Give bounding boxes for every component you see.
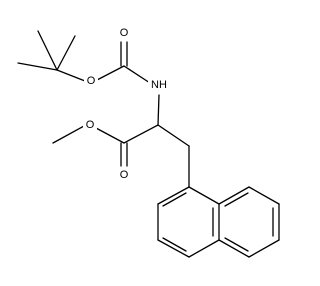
bond-layer	[17, 30, 280, 258]
ring-a-bond-3	[157, 239, 190, 258]
atom-label-boc-carbonyl-oxygen: O	[120, 27, 129, 39]
ring-a-bond-6	[188, 186, 220, 205]
bond-ester-carbon-to-oxygen	[95, 127, 125, 144]
atom-label-methyl-ester-oxygen: O	[86, 119, 95, 131]
atom-label-boc-ester-oxygen: O	[87, 75, 96, 87]
ring-b-bond-2	[248, 186, 280, 205]
atom-label-ester-carbonyl-oxygen: O	[120, 169, 129, 181]
bond-carbonyl-to-nitrogen	[123, 65, 151, 84]
ring-a-inner-double-1	[162, 192, 187, 207]
bond-nitrogen-to-alpha-carbon	[157, 94, 160, 126]
ring-b-bond-4	[248, 239, 280, 258]
bond-oxygen-to-carbonyl	[96, 65, 125, 81]
bond-alpha-to-methylene	[157, 124, 190, 147]
ring-b-bond-1	[218, 186, 250, 205]
bond-oxygen-to-methyl	[52, 125, 85, 144]
bond-alpha-to-ester-carbon	[123, 124, 159, 144]
atom-label-layer: O O NH O O	[83, 26, 170, 182]
ring-b-bond-5	[218, 239, 250, 258]
ring-b-inner-double-1	[224, 192, 249, 207]
ring-a-bond-4	[188, 239, 220, 258]
ring-a-bond-1	[157, 186, 190, 205]
bond-tbu-to-oxygen	[56, 69, 86, 82]
bond-tbu-methyl-top	[37, 30, 58, 71]
ring-b-inner-double-3	[224, 237, 249, 252]
bond-tbu-methyl-right	[56, 35, 76, 71]
ring-a-inner-double-2	[162, 237, 187, 252]
bond-tbu-methyl-left	[17, 62, 58, 71]
atom-label-amine-nitrogen: NH	[151, 79, 167, 91]
